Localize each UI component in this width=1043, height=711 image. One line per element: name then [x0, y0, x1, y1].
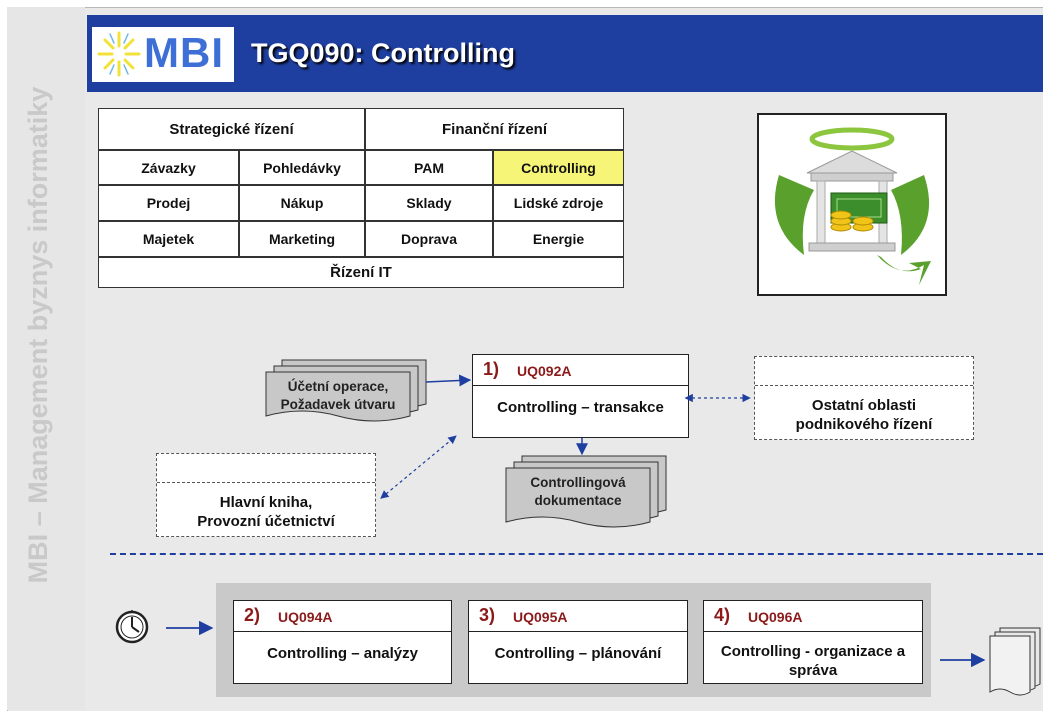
area-strategicke-rizeni: Strategické řízení [98, 108, 365, 150]
area-prodej: Prodej [98, 185, 239, 221]
process-4-header: 4) UQ096A [704, 601, 922, 632]
process-2-name: Controlling – analýzy [267, 645, 418, 662]
area-pohledavky: Pohledávky [239, 150, 365, 185]
area-energie: Energie [493, 221, 624, 257]
external-left-line2: Provozní účetnictví [197, 513, 335, 530]
mbi-logo: MBI [92, 27, 234, 82]
process-2-code: UQ094A [278, 609, 333, 625]
process-3-name: Controlling – plánování [494, 645, 662, 662]
area-marketing: Marketing [239, 221, 365, 257]
section-divider [110, 553, 1043, 555]
area-doprava: Doprava [365, 221, 493, 257]
area-sklady: Sklady [365, 185, 493, 221]
process-4-box: 4) UQ096A Controlling - organizace a spr… [703, 600, 923, 684]
process-3-header: 3) UQ095A [469, 601, 687, 632]
arrow-input-to-process1 [425, 374, 472, 387]
process-4-code: UQ096A [748, 609, 803, 625]
external-right-line2: podnikového řízení [795, 416, 933, 433]
process-4-name: Controlling - organizace a správa [704, 632, 922, 680]
logo-text: MBI [144, 29, 224, 76]
sun-icon [97, 31, 141, 77]
area-financni-rizeni: Finanční řízení [365, 108, 624, 150]
process-2-box: 2) UQ094A Controlling – analýzy [233, 600, 452, 684]
external-right-name: Ostatní oblasti podnikového řízení [755, 386, 973, 434]
process-3-number: 3) [479, 605, 496, 625]
bank-money-icon [774, 127, 931, 285]
external-right-box: Ostatní oblasti podnikového řízení [754, 356, 974, 440]
process-1-code: UQ092A [517, 363, 572, 379]
external-left-name: Hlavní kniha, Provozní účetnictví [157, 483, 375, 531]
external-right-header [755, 357, 973, 386]
area-nakup: Nákup [239, 185, 365, 221]
process-1-number: 1) [483, 359, 500, 379]
external-left-box: Hlavní kniha, Provozní účetnictví [156, 453, 376, 537]
page-title: TGQ090: Controlling [251, 38, 516, 68]
output-document-stack [505, 455, 667, 528]
process-2-header: 2) UQ094A [234, 601, 451, 632]
input-document-label: Účetní operace, Požadavek útvaru [266, 378, 410, 414]
process-1-header: 1) UQ092A [473, 355, 688, 386]
external-left-line1: Hlavní kniha, [219, 494, 313, 511]
input-doc-line1: Účetní operace, [287, 379, 389, 394]
area-lidske-zdroje: Lidské zdroje [493, 185, 624, 221]
process-1-name: Controlling – transakce [497, 399, 664, 416]
process-4-number: 4) [714, 605, 731, 625]
process-4-name-line1: Controlling - organizace a [720, 643, 906, 660]
process-4-name-line2: správa [788, 662, 838, 679]
sidebar [7, 7, 85, 710]
final-document-stack [989, 627, 1041, 696]
process-3-box: 3) UQ095A Controlling – plánování [468, 600, 688, 684]
input-doc-line2: Požadavek útvaru [280, 397, 396, 412]
header-bar [87, 15, 1043, 92]
area-pam: PAM [365, 150, 493, 185]
bank-money-picture [757, 113, 947, 296]
input-document-stack [265, 359, 427, 422]
external-right-line1: Ostatní oblasti [811, 397, 917, 414]
output-doc-line1: Controllingová [530, 475, 626, 490]
area-zavazky: Závazky [98, 150, 239, 185]
area-controlling: Controlling [493, 150, 624, 185]
output-doc-line2: dokumentace [534, 493, 622, 508]
area-majetek: Majetek [98, 221, 239, 257]
process-3-code: UQ095A [513, 609, 568, 625]
external-left-header [157, 454, 375, 483]
output-document-label: Controllingová dokumentace [506, 474, 650, 510]
process-2-number: 2) [244, 605, 261, 625]
area-rizeni-it: Řízení IT [98, 257, 624, 288]
process-1-box: 1) UQ092A Controlling – transakce [472, 354, 689, 438]
clock-icon [115, 610, 149, 644]
